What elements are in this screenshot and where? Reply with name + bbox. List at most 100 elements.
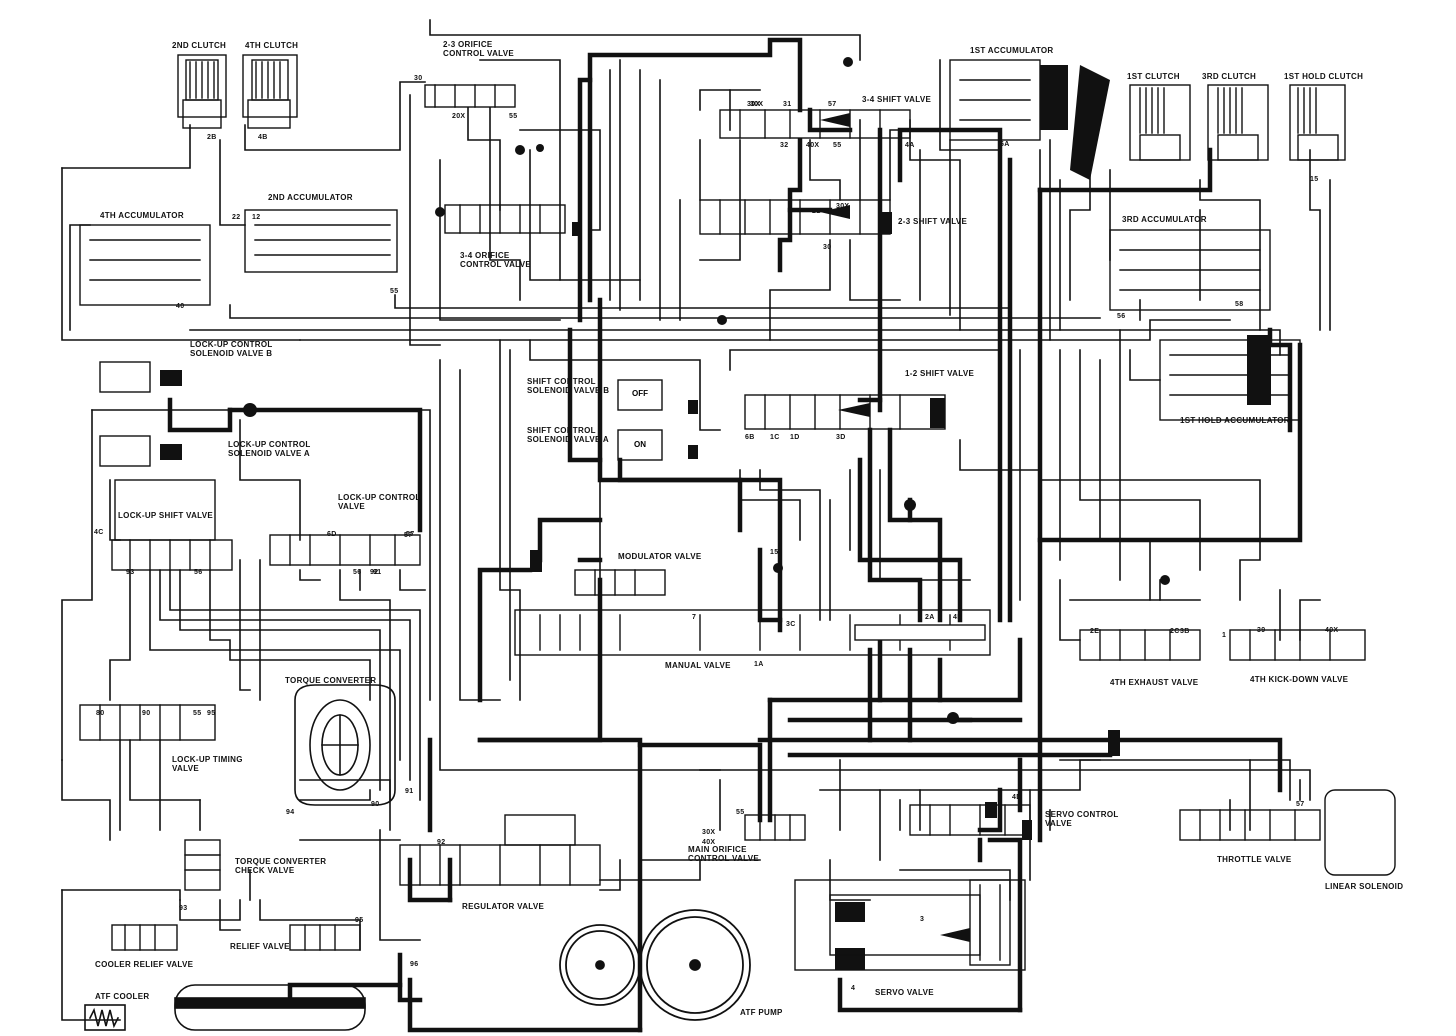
clutch-packs <box>177 54 1346 161</box>
label-3-4-shift-valve: 3-4 SHIFT VALVE <box>862 95 932 104</box>
port-label: 2D <box>812 208 822 215</box>
label-relief-valve: RELIEF VALVE <box>230 942 290 951</box>
label-1st-clutch: 1ST CLUTCH <box>1127 72 1180 81</box>
label-shift-solenoid-b: SHIFT CONTROL SOLENOID VALVE B <box>527 377 610 395</box>
port-label: 55 <box>390 288 399 295</box>
port-label: 93 <box>179 905 188 912</box>
label-1st-hold-clutch: 1ST HOLD CLUTCH <box>1284 72 1364 81</box>
port-label: 4C <box>94 529 104 536</box>
port-label: 6B <box>745 434 755 441</box>
port-label: 92 <box>437 839 446 846</box>
port-label: 32 <box>780 142 789 149</box>
port-label: 4 <box>851 985 856 992</box>
port-label: 4D <box>1012 794 1022 801</box>
port-label: 96 <box>410 961 419 968</box>
port-label: 6D <box>327 531 337 538</box>
port-label: 1A <box>754 661 764 668</box>
label-linear-solenoid: LINEAR SOLENOID <box>1325 882 1404 891</box>
port-label: 39 <box>1257 627 1266 634</box>
thin-fluid-lines <box>61 19 1331 1021</box>
port-label: 30X <box>702 829 716 836</box>
port-label: 95 <box>355 917 364 924</box>
port-label: 3D <box>836 434 846 441</box>
label-lock-up-solenoid-a: LOCK-UP CONTROL SOLENOID VALVE A <box>228 440 311 458</box>
accumulator-pistons <box>835 65 1271 970</box>
port-label: 93 <box>126 569 135 576</box>
port-label: 12 <box>252 214 261 221</box>
port-label: 56 <box>194 569 203 576</box>
label-servo-valve: SERVO VALVE <box>875 988 934 997</box>
port-label: 57 <box>828 101 837 108</box>
port-label: 15 <box>770 549 779 556</box>
port-label: 30X <box>747 101 761 108</box>
port-label: 40X <box>806 142 820 149</box>
label-2nd-accumulator: 2ND ACCUMULATOR <box>268 193 353 202</box>
port-label: 7 <box>692 614 697 621</box>
port-label: 90 <box>142 710 151 717</box>
label-servo-control-valve: SERVO CONTROL VALVE <box>1045 810 1119 828</box>
solenoid-bodies <box>99 361 1396 876</box>
port-label: 1D <box>790 434 800 441</box>
spool-valves <box>79 84 1366 971</box>
solenoid-b-state: OFF <box>632 389 648 398</box>
port-label: 20X <box>452 113 466 120</box>
port-label: 92 <box>370 569 379 576</box>
check-valves <box>160 57 1170 942</box>
port-label: 3C <box>786 621 796 628</box>
solenoid-a-state: ON <box>634 440 646 449</box>
port-label: 40X <box>702 839 716 846</box>
label-4th-exhaust-valve: 4TH EXHAUST VALVE <box>1110 678 1199 687</box>
port-label: 56 <box>1117 313 1126 320</box>
port-label: 57 <box>1296 801 1305 808</box>
label-manual-valve: MANUAL VALVE <box>665 661 731 670</box>
port-label: 6A <box>1000 141 1010 148</box>
label-4th-accumulator: 4TH ACCUMULATOR <box>100 211 184 220</box>
port-label: 1C <box>770 434 780 441</box>
port-label: 55 <box>833 142 842 149</box>
label-4th-kick-down-valve: 4TH KICK-DOWN VALVE <box>1250 675 1349 684</box>
port-label: 56 <box>353 569 362 576</box>
port-label: 55 <box>736 809 745 816</box>
port-label: 1 <box>1222 632 1227 639</box>
label-2-3-shift-valve: 2-3 SHIFT VALVE <box>898 217 968 226</box>
port-label: 4B <box>953 614 963 621</box>
port-label: 4A <box>905 142 915 149</box>
label-main-orifice-control-valve: MAIN ORIFICE CONTROL VALVE <box>688 845 760 863</box>
label-1st-accumulator: 1ST ACCUMULATOR <box>970 46 1054 55</box>
label-throttle-valve: THROTTLE VALVE <box>1217 855 1292 864</box>
torque-converter <box>294 684 396 806</box>
atf-pump <box>559 909 751 1021</box>
port-label: 2A <box>925 614 935 621</box>
label-1st-hold-accumulator: 1ST HOLD ACCUMULATOR <box>1180 416 1290 425</box>
port-label: 30X <box>750 101 764 108</box>
label-cooler-relief-valve: COOLER RELIEF VALVE <box>95 960 194 969</box>
label-torque-converter-check-valve: TORQUE CONVERTER CHECK VALVE <box>235 857 327 875</box>
port-label: 95 <box>207 710 216 717</box>
label-atf-cooler: ATF COOLER <box>95 992 150 1001</box>
label-2nd-clutch: 2ND CLUTCH <box>172 41 227 50</box>
port-label: 2C <box>1170 628 1180 635</box>
port-label: 40X <box>1325 627 1339 634</box>
label-lock-up-shift-valve: LOCK-UP SHIFT VALVE <box>118 511 214 520</box>
label-modulator-valve: MODULATOR VALVE <box>618 552 702 561</box>
port-label: 15 <box>1310 176 1319 183</box>
port-label: 40 <box>176 303 185 310</box>
port-label: 4B <box>258 134 268 141</box>
label-3-4-orifice-control-valve: 3-4 ORIFICE CONTROL VALVE <box>460 251 532 269</box>
label-regulator-valve: REGULATOR VALVE <box>462 902 545 911</box>
label-atf-pump: ATF PUMP <box>740 1008 783 1017</box>
label-lock-up-control-valve: LOCK-UP CONTROL VALVE <box>338 493 421 511</box>
port-label: 55 <box>193 710 202 717</box>
port-label: 30X <box>836 203 850 210</box>
port-label: 55 <box>509 113 518 120</box>
port-label: 2B <box>207 134 217 141</box>
label-2-3-orifice-control-valve: 2-3 ORIFICE CONTROL VALVE <box>443 40 515 58</box>
label-lock-up-solenoid-b: LOCK-UP CONTROL SOLENOID VALVE B <box>190 340 273 358</box>
port-label: 30 <box>823 244 832 251</box>
port-label: 31 <box>783 101 792 108</box>
label-3rd-accumulator: 3RD ACCUMULATOR <box>1122 215 1207 224</box>
label-shift-solenoid-a: SHIFT CONTROL SOLENOID VALVE A <box>527 426 609 444</box>
atf-cooler <box>84 984 366 1031</box>
port-label: 57 <box>404 532 413 539</box>
